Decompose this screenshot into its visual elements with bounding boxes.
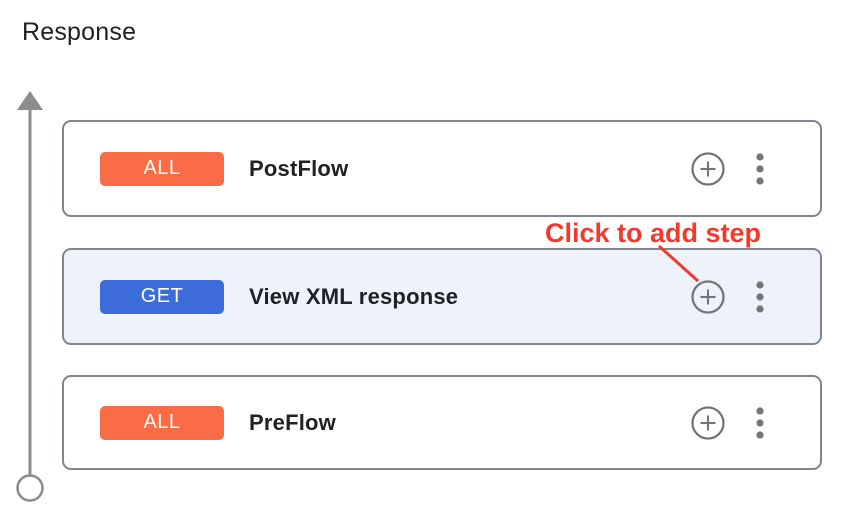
card-actions	[690, 279, 772, 315]
page-title: Response	[22, 18, 137, 46]
card-actions	[690, 151, 772, 187]
method-badge: GET	[100, 279, 224, 314]
card-title: PreFlow	[249, 409, 336, 435]
card-postflow[interactable]: ALL PostFlow	[62, 120, 822, 217]
add-step-button[interactable]	[690, 279, 726, 315]
more-options-button[interactable]	[748, 405, 772, 441]
kebab-menu-icon	[756, 406, 764, 439]
card-view-xml-response[interactable]: GET View XML response	[62, 248, 822, 345]
card-preflow[interactable]: ALL PreFlow	[62, 375, 822, 470]
kebab-menu-icon	[756, 280, 764, 313]
more-options-button[interactable]	[748, 151, 772, 187]
method-badge: ALL	[100, 151, 224, 186]
flow-direction-up-arrow-icon	[16, 91, 44, 502]
card-title: View XML response	[249, 283, 459, 309]
flow-terminal-circle-icon	[16, 474, 44, 502]
method-badge: ALL	[100, 405, 224, 440]
add-step-button[interactable]	[690, 405, 726, 441]
plus-circle-icon	[691, 151, 725, 186]
kebab-menu-icon	[756, 152, 764, 185]
more-options-button[interactable]	[748, 279, 772, 315]
plus-circle-icon	[691, 405, 725, 440]
annotation-text: Click to add step	[545, 218, 762, 248]
add-step-button[interactable]	[690, 151, 726, 187]
card-actions	[690, 405, 772, 441]
card-title: PostFlow	[249, 155, 349, 181]
plus-circle-icon	[691, 279, 725, 314]
